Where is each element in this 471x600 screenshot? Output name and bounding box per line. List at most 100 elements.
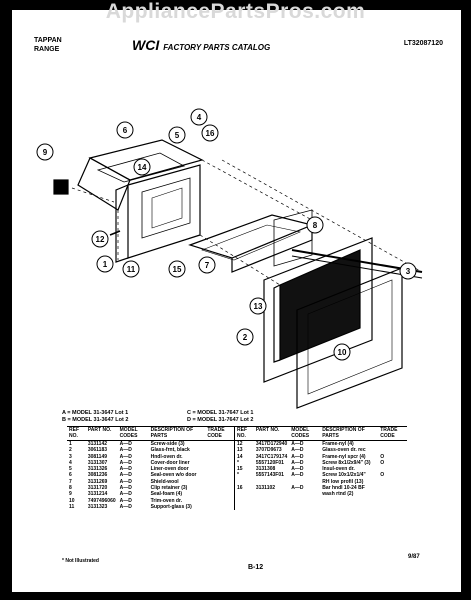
exploded-door-diagram: 6 5 4 16 9 14 8 12 1 11 15 7 3 13 2 10: [36, 108, 423, 409]
model-legend-right: C = MODEL 31-7647 Lot 1 D = MODEL 31-764…: [187, 410, 253, 423]
door-glass: [273, 249, 361, 363]
callout-15: 15: [168, 260, 186, 278]
legend-d: D = MODEL 31-7647 Lot 2: [187, 416, 254, 423]
cell-ref: 4: [69, 459, 72, 466]
callout-6-label: 6: [123, 126, 128, 135]
callout-2: 2: [236, 328, 254, 346]
site-watermark: AppliancePartsPros.com: [105, 0, 366, 23]
cell-part: 3131720: [87, 485, 108, 492]
callout-7-label: 7: [205, 261, 210, 270]
col-part-no: PART NO.: [85, 426, 118, 441]
cell-part-2: 3707D9673: [255, 447, 282, 454]
cell-part-2: 3131308: [255, 466, 276, 473]
revision-date: 9/87: [408, 554, 420, 560]
cell-trade-2: O: [380, 472, 385, 479]
parts-table: REF NO. PART NO. MODEL CODES DESCRIPTION…: [67, 426, 407, 511]
cell-part-2: 3131102: [255, 485, 276, 492]
cell-trade: [205, 504, 234, 510]
model-legend-left: A = MODEL 31-3647 Lot 1 B = MODEL 31-364…: [62, 410, 128, 423]
cell-model: A—D: [119, 441, 132, 447]
cell-desc: Seal-oven w/o door: [150, 472, 197, 479]
cell-ref-2: [234, 478, 254, 486]
cell-part: 3131269: [87, 478, 108, 485]
cell-part-2: 5557143F01: [255, 472, 284, 479]
cell-ref-2: *: [234, 459, 254, 467]
callout-3: 3: [399, 262, 417, 280]
wci-logo: WCI: [132, 37, 160, 53]
cell-desc: Support-glass (3): [150, 503, 192, 510]
cell-trade: [205, 441, 234, 448]
legend-b: B = MODEL 31-3647 Lot 2: [62, 416, 129, 423]
col-part-no-2: PART NO.: [253, 426, 290, 441]
callout-11: 11: [122, 260, 140, 278]
screw: [109, 230, 121, 236]
brand-name: TAPPAN: [34, 37, 62, 44]
cell-desc-2: Bar hndl 10-24 BF: [322, 485, 365, 492]
cell-part: 3081149: [87, 453, 108, 460]
cell-model-2: [289, 504, 320, 510]
cell-desc-2: RH low profil (13): [322, 478, 364, 485]
cell-desc-2: Glass-oven dr. rec: [322, 447, 366, 454]
col-trade-code-2: TRADE CODE: [378, 426, 407, 441]
callout-11-label: 11: [127, 265, 136, 274]
cell-desc: Cover-door liner: [150, 459, 190, 466]
cell-desc: Screw-side (3): [150, 441, 185, 447]
callout-7: 7: [198, 256, 216, 274]
callout-15-label: 15: [173, 265, 182, 274]
cell-ref: 1: [69, 441, 72, 447]
callout-12: 12: [91, 230, 109, 248]
cell-desc-2: [320, 504, 378, 510]
callout-5: 5: [168, 126, 186, 144]
cell-desc-2: Frame-nyl (4): [322, 441, 354, 447]
cell-ref-2: 12: [234, 440, 254, 448]
cell-ref-2: *: [234, 472, 254, 479]
cell-desc: Shield-wool: [150, 478, 179, 485]
cell-ref-2: 14: [234, 453, 254, 460]
cell-ref: 11: [69, 503, 75, 510]
cell-desc: Seal-foam (4): [150, 491, 183, 498]
callout-1-label: 1: [103, 260, 108, 269]
cell-desc-2: wash rtnd (2): [322, 491, 354, 498]
col-description-2: DESCRIPTION OF PARTS: [320, 426, 379, 441]
callout-13-label: 13: [254, 302, 263, 311]
cell-trade-2: O: [380, 453, 385, 460]
cell-ref: 5: [69, 466, 72, 473]
callout-9-label: 9: [43, 148, 48, 157]
callout-16-label: 16: [206, 129, 215, 138]
cell-model-2: A—D: [291, 459, 304, 466]
cell-part: 7497496060: [87, 497, 116, 504]
cell-desc-2: Insul-oven dr.: [322, 466, 355, 473]
cell-part: 3131307: [87, 459, 108, 466]
cell-model: A—D: [119, 453, 132, 460]
cell-model: A—D: [119, 472, 132, 479]
cell-model: A—D: [119, 466, 132, 473]
callout-14-label: 14: [138, 163, 147, 172]
cell-model-2: A—D: [291, 485, 304, 492]
col-model-codes: MODEL CODES: [117, 426, 149, 441]
cell-ref-2: [234, 491, 254, 498]
cell-desc: Clip retainer (3): [150, 485, 188, 492]
cell-part-2: [254, 504, 289, 510]
col-trade-code: TRADE CODE: [205, 426, 235, 441]
product-type: RANGE: [34, 46, 60, 53]
legend-c: C = MODEL 31-7647 Lot 1: [187, 410, 254, 416]
cell-part: 3081236: [87, 472, 108, 479]
cell-desc: Liner-oven door: [150, 466, 189, 473]
cell-ref: 7: [69, 478, 72, 485]
cell-desc: Glass-frnt, black: [150, 447, 190, 454]
callout-4-label: 4: [197, 113, 202, 122]
cell-part: 3131323: [87, 503, 108, 510]
cell-ref: 10: [69, 497, 75, 504]
cell-ref-2: [234, 497, 254, 504]
cell-model-2: A—D: [291, 441, 304, 447]
